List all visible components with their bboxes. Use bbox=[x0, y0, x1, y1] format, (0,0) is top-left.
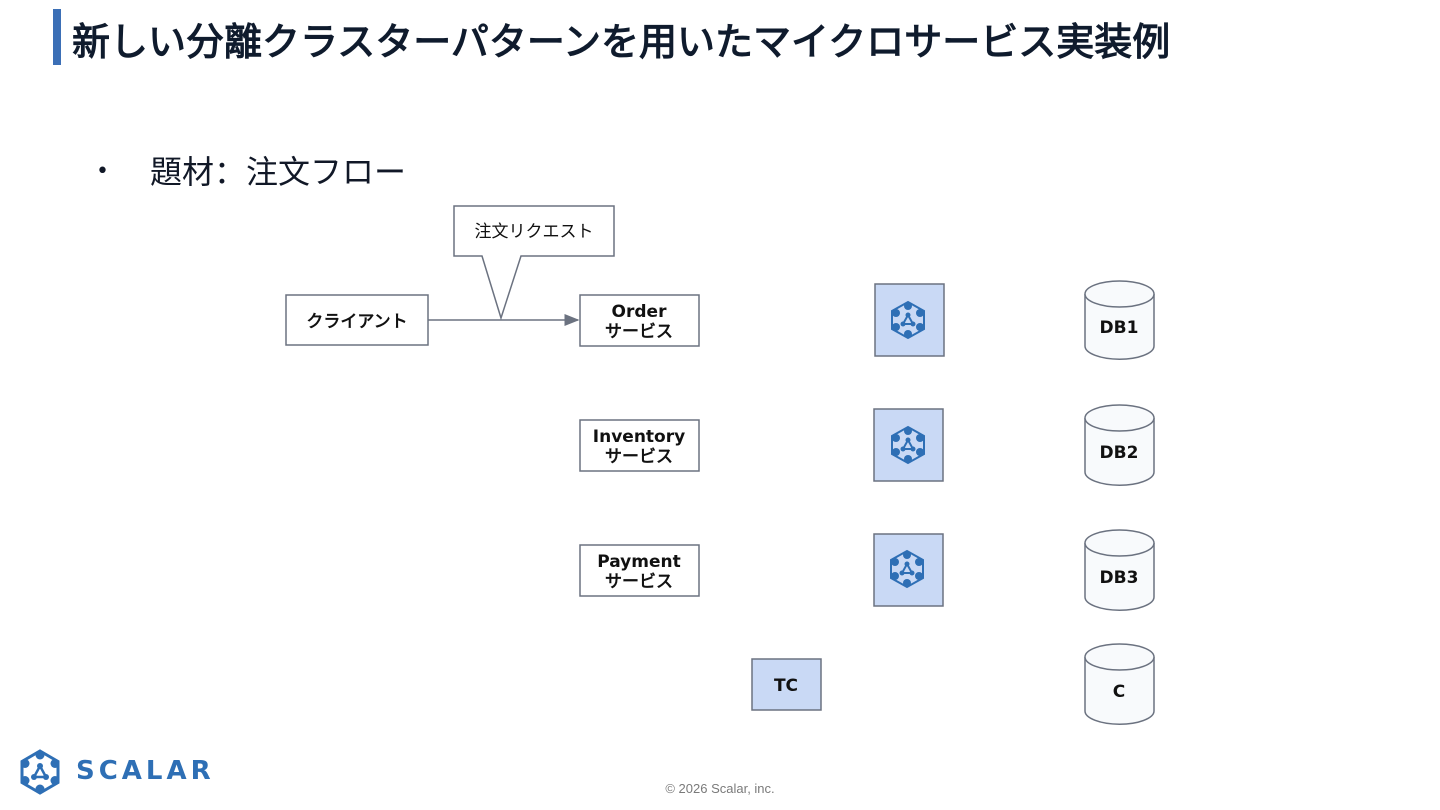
service-suffix: サービス bbox=[605, 322, 673, 342]
database-label: DB1 bbox=[1100, 318, 1139, 338]
database-label: DB2 bbox=[1100, 443, 1139, 463]
bullet-text: 題材：注文フロー bbox=[150, 153, 407, 191]
database-db3: DB3 bbox=[1084, 529, 1155, 611]
callout-label: 注文リクエスト bbox=[475, 222, 594, 242]
payment-service-node: Payment サービス bbox=[579, 544, 700, 597]
request-callout: 注文リクエスト bbox=[453, 205, 615, 321]
database-label: DB3 bbox=[1100, 568, 1139, 588]
bullet-marker: • bbox=[96, 159, 109, 184]
scalar-logo-icon bbox=[20, 749, 60, 795]
client-label: クライアント bbox=[306, 312, 407, 332]
page-title: 新しい分離クラスターパターンを用いたマイクロサービス実装例 bbox=[72, 20, 1171, 64]
tc-label: TC bbox=[774, 676, 798, 696]
cluster-node-2 bbox=[873, 408, 944, 482]
service-name: Order bbox=[612, 302, 668, 322]
title-accent-bar bbox=[53, 9, 61, 65]
cluster-node-1 bbox=[874, 283, 945, 357]
service-suffix: サービス bbox=[605, 447, 673, 467]
inventory-service-node: Inventory サービス bbox=[579, 419, 700, 472]
order-service-node: Order サービス bbox=[579, 294, 700, 347]
service-name: Payment bbox=[597, 552, 681, 572]
service-name: Inventory bbox=[593, 427, 685, 447]
service-suffix: サービス bbox=[605, 572, 673, 592]
copyright-text: © 2026 Scalar, inc. bbox=[665, 781, 775, 796]
database-db2: DB2 bbox=[1084, 404, 1155, 486]
database-label: C bbox=[1113, 682, 1125, 702]
client-node: クライアント bbox=[285, 294, 429, 346]
scalar-logo-text: SCALAR bbox=[76, 756, 215, 786]
cluster-node-3 bbox=[873, 533, 944, 607]
database-c: C bbox=[1084, 643, 1155, 725]
tc-node: TC bbox=[751, 658, 822, 711]
database-db1: DB1 bbox=[1084, 280, 1155, 360]
